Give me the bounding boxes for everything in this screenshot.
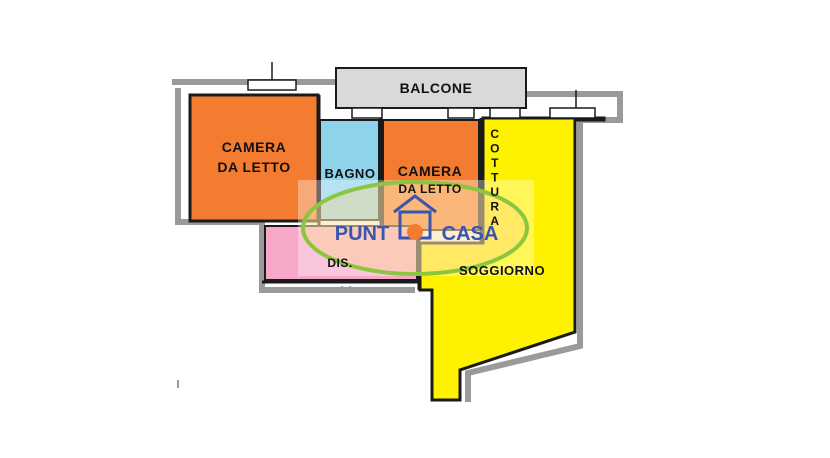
camera2-label-line1: CAMERA [398,163,462,179]
camera-da-letto-1-room [188,93,320,223]
dis-label: DIS. [327,256,352,270]
cottura-letter: A [490,214,499,228]
window-marks [247,62,596,119]
disimpegno-room [264,225,418,281]
watermark-ellipse [301,180,529,276]
cottura-letter: T [491,156,499,170]
balcone-room [335,67,527,109]
house-icon [393,194,437,240]
watermark-brand-part2: CASA [442,223,499,245]
cottura-letter: R [490,200,499,214]
soggiorno-label: SOGGIORNO [459,263,545,278]
camera1-label-line2: DA LETTO [217,159,290,175]
cottura-letter: C [490,127,499,141]
interior-walls [262,95,483,290]
watermark-brand-part1: PUNT [335,223,389,245]
bagno-label: BAGNO [325,166,376,181]
cottura-letter: U [490,185,499,199]
balcone-label: BALCONE [400,80,473,96]
camera1-label-line1: CAMERA [222,139,286,155]
cottura-letter: T [491,171,499,185]
stray-marks [177,286,351,388]
camera2-label-line2: DA LETTO [398,182,461,196]
bagno-room [319,119,380,221]
cottura-letter: O [490,142,500,156]
